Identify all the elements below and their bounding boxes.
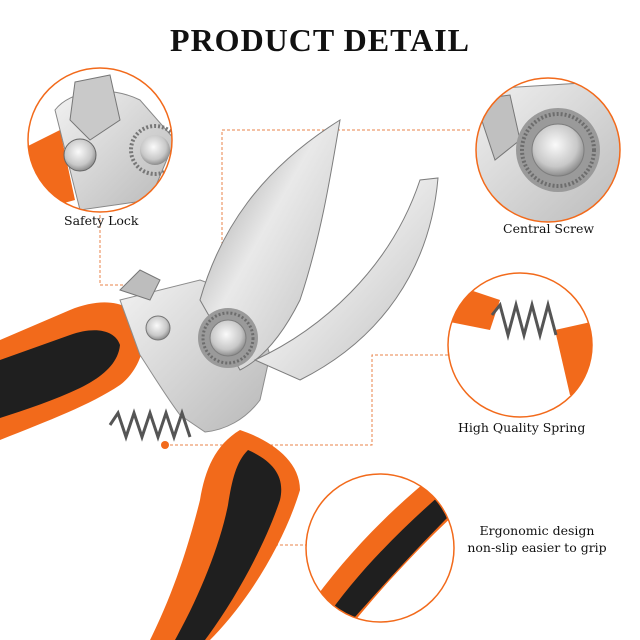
label-safety-lock: Safety Lock (64, 213, 139, 228)
label-grip-line1: Ergonomic design (479, 523, 595, 538)
callout-central-screw (475, 77, 621, 223)
label-grip-line2: non-slip easier to grip (467, 540, 607, 555)
callout-grip (305, 473, 455, 623)
page-title: PRODUCT DETAIL (170, 22, 470, 58)
pruner-main (0, 118, 439, 640)
guide-line-spring (165, 354, 448, 446)
callout-spring (447, 272, 593, 418)
label-central-screw: Central Screw (503, 221, 595, 236)
label-spring: High Quality Spring (458, 420, 586, 435)
callout-safety-lock (27, 67, 173, 213)
